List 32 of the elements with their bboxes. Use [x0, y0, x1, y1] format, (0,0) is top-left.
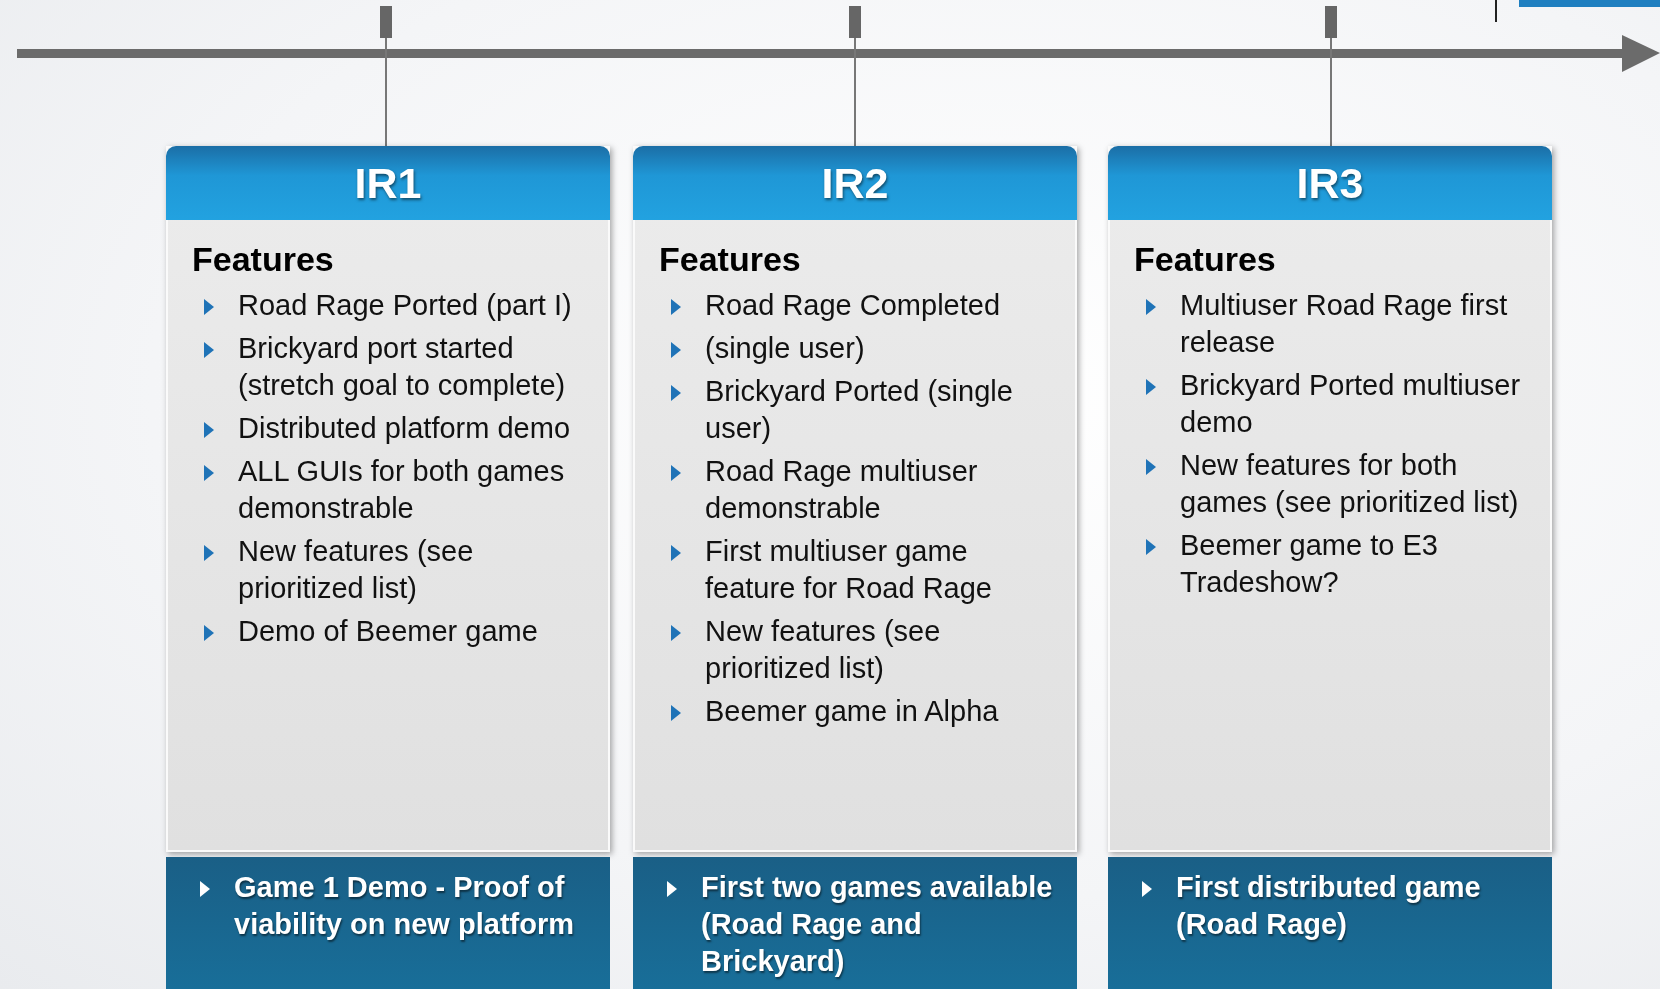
feature-item: Brickyard Ported multiuser demo [1180, 368, 1522, 440]
feature-item: Road Rage Completed [705, 288, 1000, 323]
goal-band [166, 857, 610, 989]
feature-item: Beemer game in Alpha [705, 694, 999, 729]
feature-item: Road Rage multiuser demonstrable [705, 454, 979, 526]
goal-text: First two games available (Road Rage and Brickyard) [701, 870, 1054, 979]
release-card [633, 146, 1077, 852]
section-heading: Features [192, 240, 335, 279]
goal-text: First distributed game (Road Rage) [1176, 870, 1482, 942]
goal-band [633, 857, 1077, 989]
section-heading: Features [1134, 240, 1277, 279]
release-title: IR1 [166, 146, 610, 220]
goal-band [1108, 857, 1552, 989]
feature-item: Beemer game to E3 Tradeshow? [1180, 528, 1439, 600]
feature-item: ALL GUIs for both games demonstrable [238, 454, 566, 526]
feature-item: Brickyard Ported (single user) [705, 374, 1014, 446]
goal-text: Game 1 Demo - Proof of viability on new platform [234, 870, 575, 942]
feature-item: (single user) [705, 331, 865, 366]
feature-item: Demo of Beemer game [238, 614, 538, 649]
feature-item: Multiuser Road Rage first release [1180, 288, 1509, 360]
feature-item: First multiuser game feature for Road Rage [705, 534, 993, 606]
release-card [166, 146, 610, 852]
feature-item: New features for both games (see prioritized list) [1180, 448, 1520, 520]
release-card [1108, 146, 1552, 852]
feature-item: New features (see prioritized list) [705, 614, 942, 686]
feature-item: New features (see prioritized list) [238, 534, 475, 606]
feature-item: Brickyard port started (stretch goal to complete) [238, 331, 567, 403]
release-title: IR2 [633, 146, 1077, 220]
release-title: IR3 [1108, 146, 1552, 220]
feature-item: Road Rage Ported (part I) [238, 288, 572, 323]
feature-item: Distributed platform demo [238, 411, 571, 446]
section-heading: Features [659, 240, 802, 279]
